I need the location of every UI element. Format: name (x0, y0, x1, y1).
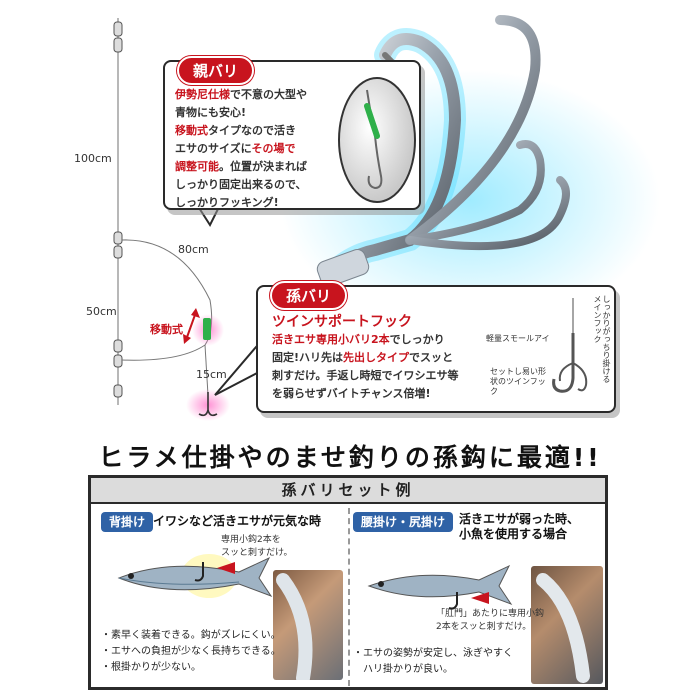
right-note-line: 2本をスッと刺すだけ。 (436, 622, 532, 632)
left-title: イワシなど活きエサが元気な時 (153, 514, 322, 528)
body-text: 。位置が決まれば (219, 160, 307, 173)
callout-line: 青物にも安心! (175, 104, 345, 122)
swivel-lower (113, 339, 123, 398)
right-note-line: 「肛門」あたりに専用小鈎 (436, 609, 545, 619)
highlight-text: 先出しタイプ (343, 351, 410, 364)
label-main-hook: しっかりがっちり掛けるメインフック (593, 295, 611, 383)
body-text: 刺すだけ。手返し時短でイワシエサ等 (272, 369, 459, 382)
highlight-text: 活きエサ専用小バリ2本 (272, 333, 390, 346)
headline: ヒラメ仕掛やのませ釣りの孫鈎に最適!! (98, 443, 602, 472)
oya-bari-title: 親バリ (177, 56, 255, 85)
right-note: 「肛門」あたりに専用小鈎 2本をスッと刺すだけ。 (436, 608, 544, 634)
body-text: でスッと (409, 351, 454, 364)
bullet-item: ・エサの姿勢が安定し、泳ぎやすく (353, 648, 513, 659)
callout-line: 固定!ハリ先は先出しタイプでスッと (272, 349, 502, 367)
bullet-item: ・エサへの負担が少なく長持ちできる。 (101, 646, 281, 657)
bullet-item: ・根掛かりが少ない。 (101, 662, 201, 673)
movable-label: 移動式 (150, 322, 183, 336)
mago-bari-callout: 孫バリ ツインサポートフック 活きエサ専用小バリ2本でしっかり固定!ハリ先は先出… (256, 281, 616, 413)
treble-hook-small-icon (198, 392, 218, 417)
label-small-eye: 軽量スモールアイ (486, 334, 550, 343)
callout-line: しっかりフッキング! (175, 194, 345, 212)
body-text: エサのサイズに (175, 142, 252, 155)
panel-divider (348, 508, 350, 686)
right-title-line: 活きエサが弱った時、 (459, 512, 580, 526)
callout-line: しっかり固定出来るので、 (175, 176, 345, 194)
movable-hook-marker (203, 318, 211, 340)
body-text: 青物にも安心! (175, 106, 247, 119)
label-twin-hook: セットし易い形状のツインフック (490, 367, 546, 396)
label-80cm: 80cm (178, 243, 209, 256)
callout-line: エサのサイズにその場で (175, 140, 345, 158)
right-photo (531, 566, 603, 684)
left-photo (273, 570, 343, 680)
callout-line: 調整可能。位置が決まれば (175, 158, 345, 176)
right-title: 活きエサが弱った時、 小魚を使用する場合 (459, 512, 579, 542)
oya-bari-callout: 親バリ 伊勢尼仕様で不意の大型や青物にも安心!移動式タイプなので活きエサのサイズ… (163, 56, 421, 212)
body-text: しっかりフッキング! (175, 196, 279, 209)
tag-back-hooking: 背掛け (101, 512, 154, 532)
bullet-item: ハリ掛かりが良い。 (363, 664, 453, 675)
left-bullets: ・素早く装着できる。鈎がズレにくい。 ・エサへの負担が少なく長持ちできる。 ・根… (101, 628, 281, 676)
body-text: タイプなので活き (208, 124, 296, 137)
callout-line: 移動式タイプなので活き (175, 122, 345, 140)
movable-arrow-icon (183, 308, 200, 344)
body-text: 固定!ハリ先は (272, 351, 344, 364)
right-title-line: 小魚を使用する場合 (459, 527, 568, 541)
label-50cm: 50cm (86, 305, 117, 318)
left-note-line: 専用小鈎2本を (221, 535, 281, 545)
swivel-top (113, 21, 123, 53)
mago-bari-title: 孫バリ (270, 281, 348, 310)
swivel-middle (113, 231, 123, 259)
example-panel-header: 孫バリセット例 (91, 478, 605, 504)
highlight-text: 調整可能 (175, 160, 219, 173)
highlight-text: 移動式 (175, 124, 208, 137)
large-hook-icon (316, 15, 570, 288)
twin-hook-detail-icon (552, 298, 588, 393)
label-100cm: 100cm (74, 152, 112, 165)
highlight-text: 伊勢尼仕様 (175, 88, 230, 101)
mago-bari-subtitle: ツインサポートフック (272, 314, 412, 330)
body-text: しっかり固定出来るので、 (175, 178, 307, 191)
bullet-item: ・素早く装着できる。鈎がズレにくい。 (101, 630, 281, 641)
callout-line: 刺すだけ。手返し時短でイワシエサ等 (272, 367, 502, 385)
body-text: でしっかり (389, 333, 445, 346)
right-bullets: ・エサの姿勢が安定し、泳ぎやすく ハリ掛かりが良い。 (353, 646, 513, 678)
sardine-right-illustration (367, 564, 513, 610)
oya-bari-text: 伊勢尼仕様で不意の大型や青物にも安心!移動式タイプなので活きエサのサイズにその場… (175, 86, 345, 212)
callout-line: 活きエサ専用小バリ2本でしっかり (272, 331, 502, 349)
body-text: で不意の大型や (230, 88, 307, 101)
callout-line: を弱らせずバイトチャンス倍増! (272, 385, 502, 403)
left-note-line: スッと刺すだけ。 (221, 548, 293, 558)
label-15cm: 15cm (196, 368, 227, 381)
mago-bari-text: 活きエサ専用小バリ2本でしっかり固定!ハリ先は先出しタイプでスッと刺すだけ。手返… (272, 331, 502, 403)
left-note: 専用小鈎2本を スッと刺すだけ。 (221, 534, 293, 560)
callout-line: 伊勢尼仕様で不意の大型や (175, 86, 345, 104)
hook-photo-oval (338, 77, 416, 203)
sardine-left-illustration (117, 554, 273, 598)
example-panel: 孫バリセット例 背掛け イワシなど活きエサが元気な時 専用小鈎2本を スッと刺す… (88, 475, 608, 690)
tag-tail-hooking: 腰掛け・尻掛け (353, 512, 454, 532)
highlight-text: その場で (251, 142, 296, 155)
body-text: を弱らせずバイトチャンス倍増! (272, 387, 431, 400)
